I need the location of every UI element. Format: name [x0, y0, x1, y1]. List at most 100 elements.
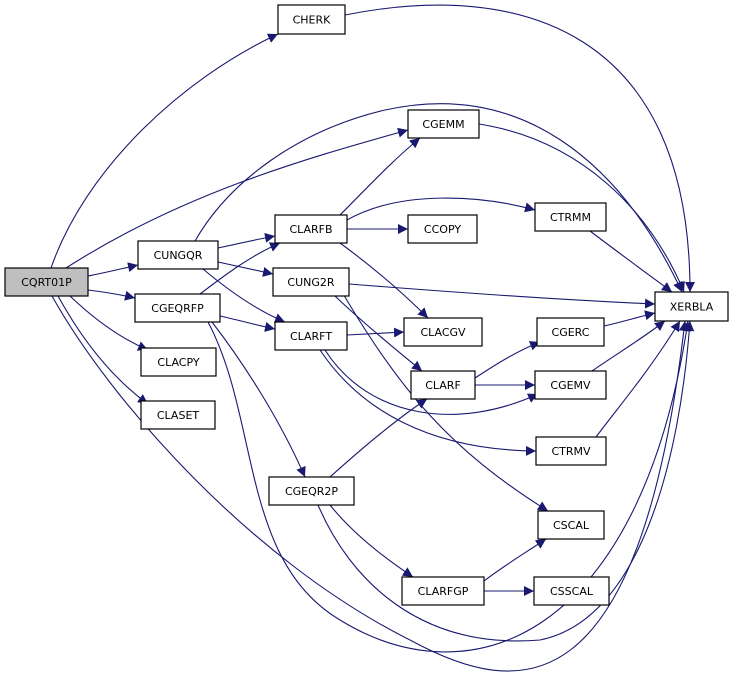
edge-cqrt01p-to-claset: [57, 295, 149, 405]
node-ccopy[interactable]: CCOPY: [407, 214, 478, 244]
node-box[interactable]: [401, 576, 485, 606]
node-clarfb[interactable]: CLARFB: [274, 214, 348, 244]
edge-ctrmv-to-xerbla: [595, 320, 681, 438]
node-label: CLACGV: [420, 326, 466, 339]
edge-cungqr-to-xerbla: [194, 103, 683, 293]
node-box[interactable]: [140, 400, 216, 430]
node-clarfgp[interactable]: CLARFGP: [401, 576, 485, 606]
edge-cgemv-to-xerbla: [591, 320, 666, 372]
edge-cqrt01p-to-cungqr: [87, 262, 139, 277]
node-box[interactable]: [407, 109, 480, 139]
node-ctrmv[interactable]: CTRMV: [535, 436, 607, 466]
edge-cungqr-to-clarfb: [217, 232, 276, 249]
node-claset[interactable]: CLASET: [140, 400, 216, 430]
node-label: CHERK: [293, 14, 332, 27]
node-box[interactable]: [410, 370, 476, 400]
node-box[interactable]: [534, 370, 607, 400]
node-box[interactable]: [134, 293, 221, 323]
node-cgeqrfp[interactable]: CGEQRFP: [134, 293, 221, 323]
node-box[interactable]: [137, 240, 219, 270]
node-label: CTRMV: [551, 445, 591, 458]
node-label: CLARFGP: [418, 585, 469, 598]
node-label: CLASET: [157, 409, 200, 422]
edge-cqrt01p-to-cgeqrfp: [87, 289, 136, 301]
edge-clarft-to-ctrmv: [319, 349, 537, 456]
node-label: CCOPY: [424, 223, 461, 236]
node-cherk[interactable]: CHERK: [277, 4, 346, 35]
node-label: CTRMM: [550, 211, 591, 224]
edge-cgeqr2p-to-clarfgp: [329, 504, 414, 578]
node-label: CGEMM: [422, 118, 464, 131]
node-label: CGEQR2P: [285, 485, 338, 498]
edges-layer: [50, 4, 695, 672]
node-label: CLARFB: [289, 223, 332, 236]
node-cgerc[interactable]: CGERC: [536, 317, 605, 347]
node-label: CLARF: [425, 379, 461, 392]
node-clarft[interactable]: CLARFT: [274, 321, 348, 351]
node-label: CGEQRFP: [151, 302, 204, 315]
node-label: CLACPY: [157, 356, 199, 369]
node-label: CGERC: [552, 326, 590, 339]
node-xerbla[interactable]: XERBLA: [654, 291, 729, 322]
edge-cgeqrfp-to-clarfb: [199, 242, 281, 295]
node-box[interactable]: [140, 347, 217, 377]
edge-cherk-to-xerbla: [344, 4, 695, 293]
edge-cung2r-to-clarf: [334, 295, 423, 372]
edge-clarft-to-clacgv: [346, 327, 405, 338]
edge-cgeqrfp-to-clarft: [219, 315, 276, 332]
node-ctrmm[interactable]: CTRMM: [534, 202, 607, 232]
node-box[interactable]: [272, 267, 350, 297]
node-box[interactable]: [654, 291, 729, 322]
node-box[interactable]: [268, 476, 355, 506]
node-box[interactable]: [403, 317, 483, 347]
edge-clarf-to-cgerc: [474, 341, 541, 379]
edge-cgeqr2p-to-xerbla: [317, 320, 695, 642]
edge-cungqr-to-clarft: [202, 268, 286, 323]
edge-cung2r-to-cscal: [341, 291, 549, 512]
node-clacgv[interactable]: CLACGV: [403, 317, 483, 347]
node-label: CLARFT: [290, 330, 332, 343]
node-box[interactable]: [274, 321, 348, 351]
node-box[interactable]: [274, 214, 348, 244]
edge-cgemm-to-xerbla: [478, 123, 685, 293]
edge-clarfb-to-ctrmm: [346, 197, 536, 221]
node-cgemm[interactable]: CGEMM: [407, 109, 480, 139]
node-cqrt01p[interactable]: CQRT01P: [4, 267, 89, 297]
edge-cqrt01p-to-clacpy: [69, 295, 149, 351]
nodes-layer: CQRT01P CHERK CGEMM CUNGQR CGEQRFP CLACPY CLAS…: [4, 4, 729, 606]
node-label: CUNGQR: [154, 249, 203, 262]
edge-cgeqrfp-to-xerbla: [207, 320, 692, 653]
node-clacpy[interactable]: CLACPY: [140, 347, 217, 377]
node-cgeqr2p[interactable]: CGEQR2P: [268, 476, 355, 506]
edge-cgeqrfp-to-cgeqr2p: [211, 321, 306, 478]
node-box[interactable]: [534, 202, 607, 232]
node-label: CGEMV: [550, 379, 591, 392]
edge-cgeqr2p-to-clarf: [329, 398, 428, 478]
node-label: CSCAL: [553, 519, 590, 532]
edge-clarfb-to-clacgv: [339, 242, 429, 319]
node-cscal[interactable]: CSCAL: [537, 510, 605, 540]
node-label: CQRT01P: [21, 276, 72, 289]
node-clarf[interactable]: CLARF: [410, 370, 476, 400]
edge-clarfb-to-cgemm: [339, 137, 421, 216]
node-label: XERBLA: [670, 301, 714, 314]
edge-cqrt01p-to-cgemm: [65, 127, 409, 269]
node-box[interactable]: [533, 576, 610, 606]
edge-cgerc-to-xerbla: [603, 310, 656, 327]
edge-cqrt01p-to-cherk: [50, 33, 279, 269]
node-csscal[interactable]: CSSCAL: [533, 576, 610, 606]
node-box[interactable]: [537, 510, 605, 540]
edge-cungqr-to-cung2r: [217, 261, 274, 277]
node-cungqr[interactable]: CUNGQR: [137, 240, 219, 270]
node-box[interactable]: [4, 267, 89, 297]
edge-cung2r-to-xerbla: [348, 283, 656, 309]
node-cung2r[interactable]: CUNG2R: [272, 267, 350, 297]
node-box[interactable]: [277, 4, 346, 35]
node-cgemv[interactable]: CGEMV: [534, 370, 607, 400]
node-label: CUNG2R: [287, 276, 334, 289]
node-box[interactable]: [535, 436, 607, 466]
node-box[interactable]: [407, 214, 478, 244]
node-box[interactable]: [536, 317, 605, 347]
